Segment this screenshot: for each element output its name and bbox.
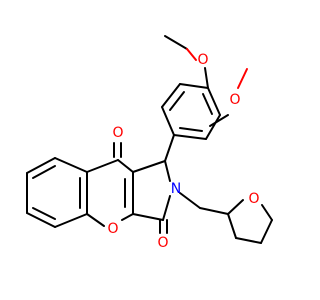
- atom-o-pyran: O: [107, 221, 118, 237]
- bond-c1-c9a: [132, 160, 166, 173]
- atom-o-lactam: O: [157, 235, 168, 251]
- bond-o-ring-right: [209, 114, 229, 127]
- bond-aryl-2b: [169, 91, 185, 111]
- bond-benzo-5: [26, 157, 56, 174]
- bond-methyl-top: [164, 35, 188, 50]
- bond-aryl-5: [205, 114, 221, 140]
- bond-o-c4a: [86, 213, 105, 227]
- bond-ch2-thf: [199, 207, 229, 215]
- atom-n-pyrrole: N: [171, 181, 181, 197]
- structure-diagram: O O O N O O O: [26, 35, 273, 251]
- bond-thf-2: [235, 237, 262, 244]
- bond-benzo-2: [54, 213, 88, 228]
- atom-o-methoxy-top: O: [197, 52, 208, 68]
- bond-aryl-3: [161, 106, 175, 136]
- bond-aryl-4: [173, 134, 207, 140]
- bond-benzo-3b: [32, 207, 56, 220]
- bonds: [26, 35, 273, 244]
- molecule-canvas: O O O N O O O: [26, 35, 273, 251]
- atom-o-thf: O: [248, 191, 259, 207]
- bond-aryl-c1: [164, 134, 175, 162]
- atom-o-methoxy-right: O: [229, 92, 240, 108]
- bond-n-ch2: [179, 192, 201, 209]
- bond-c3-c3a: [132, 213, 164, 221]
- bond-o-methyl-right: [237, 68, 248, 89]
- bond-c9-c9a: [117, 159, 134, 173]
- bond-c9-c8a: [86, 159, 119, 173]
- bond-aryl-1: [179, 83, 209, 89]
- bond-benzo-3: [26, 212, 56, 228]
- atom-o-ketone: O: [112, 125, 123, 141]
- bond-o-ring-top: [204, 67, 209, 89]
- bond-c3a-o: [121, 213, 134, 221]
- atom-labels: O O O N O O O: [107, 52, 259, 251]
- bond-aryl-6: [207, 87, 221, 116]
- bond-thf-4: [261, 204, 273, 221]
- bond-benzo-5b: [32, 165, 56, 179]
- bond-aryl-6b: [202, 93, 213, 115]
- bond-benzo-6: [54, 157, 88, 173]
- bond-thf-1: [227, 213, 237, 239]
- bond-n-c3: [162, 195, 171, 221]
- bond-aryl-2: [161, 83, 181, 108]
- bond-thf-5: [227, 199, 244, 215]
- bond-o-methyl-top: [186, 48, 197, 61]
- bond-thf-3: [260, 219, 273, 244]
- bond-aryl-4b: [179, 127, 203, 132]
- bond-c1-n: [164, 160, 171, 182]
